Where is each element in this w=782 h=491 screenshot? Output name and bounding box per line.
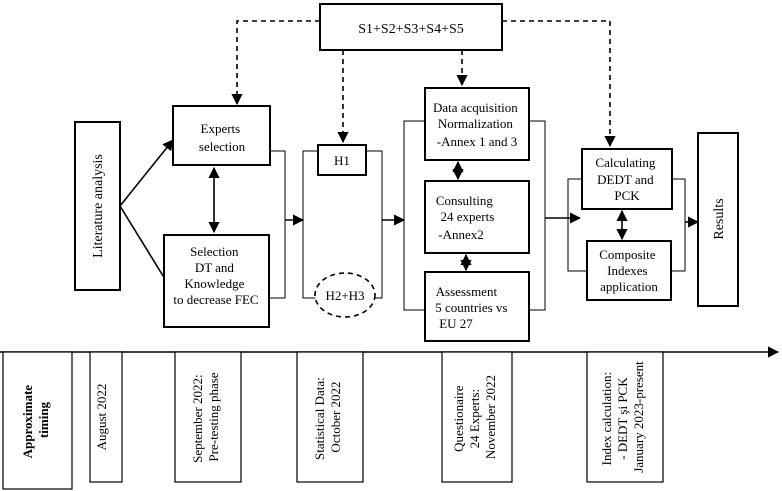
selection-dt-box	[163, 234, 270, 328]
composite-line-3: application	[600, 279, 658, 294]
selection-line-3: Knowledge	[184, 276, 244, 291]
composite-line-2: Indexes	[607, 263, 647, 278]
selection-line-1: Selection	[190, 244, 239, 259]
timeline-box-september	[174, 351, 242, 483]
timeline-approximate-text: Approximate timing	[20, 382, 51, 459]
assessment-line-2: 5 countries vs	[435, 300, 507, 315]
data-acq-line-2: Normalization	[438, 116, 514, 131]
h1-label: H1	[334, 153, 350, 168]
data-acquisition-box	[424, 87, 530, 161]
experts-line-1: Experts	[201, 121, 241, 136]
selection-line-4: to decrease FEC	[173, 292, 258, 307]
experts-selection-text: Experts selection	[199, 121, 246, 154]
sept-line-1: September 2022:	[190, 374, 205, 462]
composite-text: Composite Indexes application	[599, 247, 659, 294]
timeline-january-text: Index calculation: - DEDT şi PCK January…	[599, 361, 646, 473]
timeline-box-approximate	[2, 351, 73, 490]
assessment-line-3: EU 27	[439, 316, 473, 331]
timeline-box-october	[296, 351, 364, 483]
consulting-line-3: -Annex2	[438, 227, 484, 242]
dashed-connectors	[231, 20, 616, 148]
oct-line-1: Statistical Data:	[312, 377, 327, 460]
timeline-september-text: September 2022: Pre-testing phase	[190, 371, 221, 463]
timeline-box-august	[89, 351, 123, 483]
jan-line-2: - DEDT şi PCK	[615, 377, 630, 460]
nov-line-2: 24 Experts:	[467, 389, 482, 449]
timeline-october-text: Statistical Data: October 2022	[312, 374, 343, 460]
assessment-text: Assessment 5 countries vs EU 27	[435, 284, 510, 331]
timeline-november-text: Questionaire 24 Experts: November 2022	[451, 375, 498, 459]
consulting-line-1: Consulting	[436, 193, 494, 208]
bracket-4	[567, 178, 700, 272]
selection-dt-text: Selection DT and Knowledge to decrease F…	[173, 244, 258, 307]
calculating-text: Calculating DEDT and PCK	[595, 155, 658, 203]
bracket-1	[270, 150, 318, 299]
literature-label: Literature analysis	[91, 154, 106, 258]
timeline-box-november	[441, 351, 513, 483]
h2h3-label: H2+H3	[325, 288, 364, 303]
consulting-line-2: 24 experts	[440, 209, 494, 224]
timeline-box-january	[586, 351, 664, 483]
timeline-august-text: August 2022	[94, 384, 109, 451]
data-acq-line-1: Data acquisition	[433, 100, 518, 115]
oct-line-2: October 2022	[328, 381, 343, 452]
sept-line-2: Pre-testing phase	[206, 372, 221, 461]
consulting-box	[424, 180, 530, 254]
literature-box	[74, 121, 121, 291]
consulting-text: Consulting 24 experts -Annex2	[436, 193, 498, 242]
assessment-box	[424, 271, 530, 342]
data-acquisition-text: Data acquisition Normalization -Annex 1 …	[433, 100, 521, 149]
results-label: Results	[712, 198, 727, 239]
jan-line-3: January 2023-present	[631, 361, 646, 473]
approx-line-1: Approximate	[20, 385, 35, 459]
nov-line-3: November 2022	[483, 375, 498, 459]
bracket-2	[366, 120, 425, 311]
assessment-line-1: Assessment	[436, 284, 498, 299]
calc-line-3: PCK	[614, 188, 640, 203]
experts-line-2: selection	[199, 139, 246, 154]
selection-line-2: DT and	[195, 260, 235, 275]
h1-box	[317, 144, 367, 176]
calc-line-1: Calculating	[595, 155, 655, 170]
s-box	[319, 3, 503, 51]
h2h3-ellipse	[314, 272, 376, 318]
nov-line-1: Questionaire	[451, 385, 466, 452]
experts-selection-box	[172, 105, 271, 166]
approx-line-2: timing	[36, 401, 51, 438]
s-box-label: S1+S2+S3+S4+S5	[358, 22, 464, 37]
data-acq-line-3: -Annex 1 and 3	[437, 134, 518, 149]
bracket-3	[529, 120, 582, 311]
calc-line-2: DEDT and	[597, 172, 654, 187]
results-box	[697, 132, 739, 307]
jan-line-1: Index calculation:	[599, 372, 614, 466]
composite-line-1: Composite	[599, 247, 656, 262]
